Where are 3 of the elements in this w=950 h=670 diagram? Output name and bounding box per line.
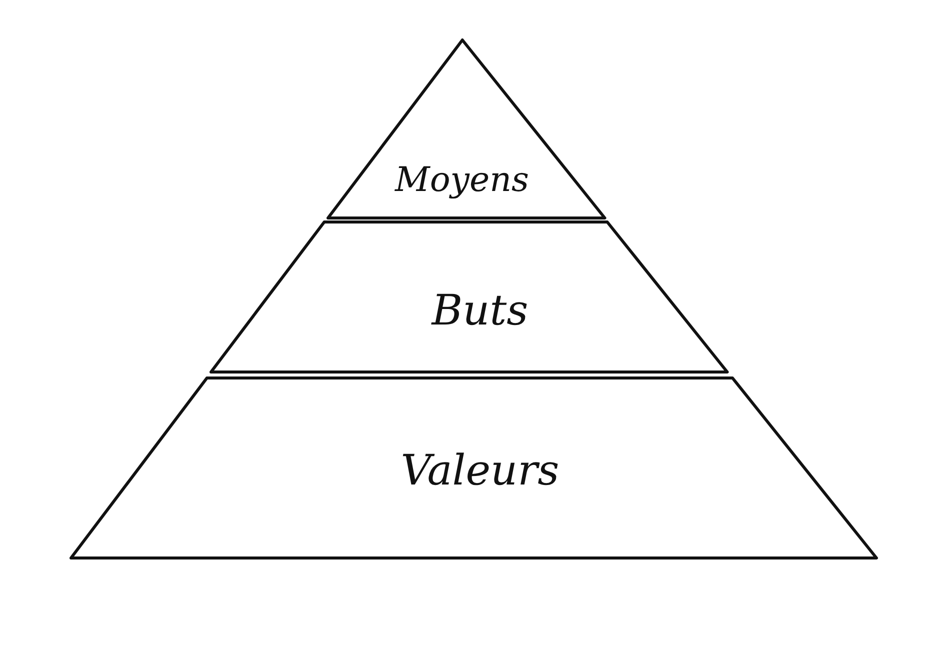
tier-label: Valeurs bbox=[400, 446, 560, 494]
tier-label: Buts bbox=[432, 286, 528, 334]
tier-label: Moyens bbox=[395, 160, 529, 200]
